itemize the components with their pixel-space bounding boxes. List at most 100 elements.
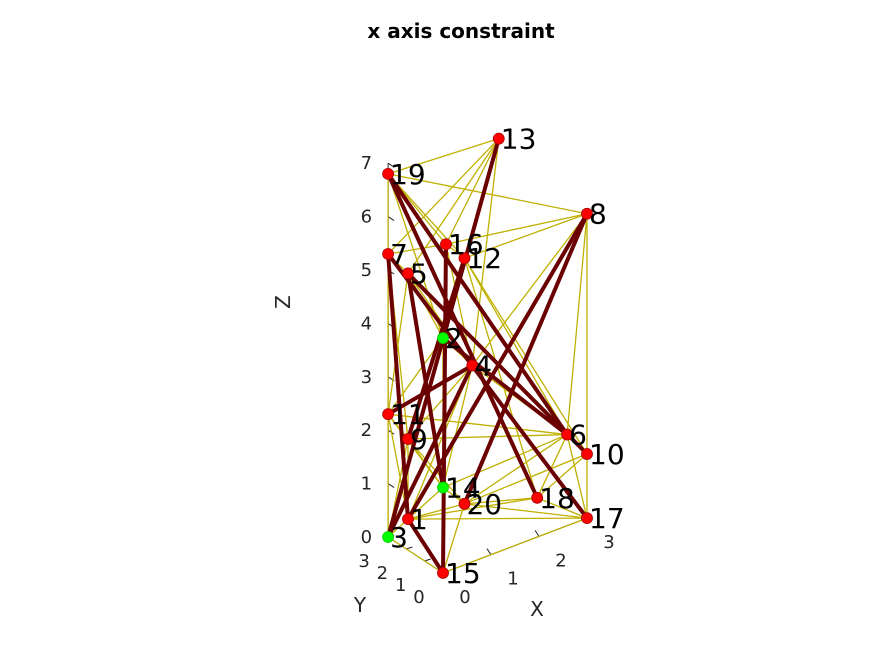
node-label-5: 5 <box>410 257 428 290</box>
node-label-17: 17 <box>589 502 625 535</box>
cable-14-1 <box>407 487 444 520</box>
cable-12-6 <box>463 257 568 435</box>
node-3 <box>382 531 395 543</box>
strut-8-1 <box>405 211 589 522</box>
cable-6-14 <box>442 433 568 489</box>
strut-16-15 <box>441 242 448 575</box>
strut-2-6 <box>441 336 570 437</box>
y-tick-label: 0 <box>413 587 424 608</box>
node-label-8: 8 <box>589 198 607 231</box>
node-7 <box>382 248 395 260</box>
struts-layer <box>386 136 589 575</box>
node-5 <box>402 267 414 280</box>
node-label-15: 15 <box>445 557 481 590</box>
y-tick-mark <box>406 546 413 550</box>
node-1 <box>402 513 414 525</box>
node-label-7: 7 <box>390 238 408 271</box>
y-tick-mark <box>424 558 431 562</box>
z-tick-label: 6 <box>361 207 372 228</box>
node-label-3: 3 <box>390 521 408 554</box>
node-14 <box>437 481 449 494</box>
cable-6-20 <box>464 434 568 505</box>
strut-1-15 <box>405 517 445 575</box>
cable-6-17 <box>566 434 588 519</box>
strut-9-12 <box>405 256 467 441</box>
cable-13-7 <box>387 138 500 255</box>
strut-3-4 <box>386 363 475 539</box>
z-tick-label: 3 <box>361 367 372 388</box>
node-label-16: 16 <box>448 228 484 261</box>
node-20 <box>458 497 471 510</box>
node-6 <box>561 428 574 441</box>
x-tick-label: 1 <box>507 569 518 590</box>
cable-20-18 <box>464 497 538 505</box>
node-10 <box>581 448 593 460</box>
node-label-11: 11 <box>390 398 426 431</box>
node-8 <box>581 207 593 220</box>
strut-19-6 <box>386 171 570 437</box>
cable-8-4 <box>471 213 588 366</box>
node-label-2: 2 <box>445 322 463 355</box>
y-axis-label: Y <box>353 593 367 617</box>
chart-title: x axis constraint <box>367 19 555 43</box>
cable-20-1 <box>407 503 465 520</box>
cable-4-14 <box>442 365 473 488</box>
node-label-13: 13 <box>501 123 537 156</box>
x-tick-label: 3 <box>603 532 614 553</box>
z-tick-mark <box>387 483 395 489</box>
z-tick-label: 7 <box>361 153 372 174</box>
node-13 <box>492 132 505 145</box>
cable-8-6 <box>566 213 588 435</box>
strut-11-4 <box>386 363 475 417</box>
node-label-6: 6 <box>569 419 587 452</box>
z-tick-label: 4 <box>361 313 372 334</box>
cable-10-20 <box>464 453 588 505</box>
node-2 <box>437 332 449 344</box>
cable-19-8 <box>387 173 588 215</box>
cable-18-17 <box>536 497 588 519</box>
node-label-10: 10 <box>589 438 625 471</box>
cable-12-18 <box>463 257 538 499</box>
cable-5-11 <box>387 273 409 415</box>
y-tick-label: 2 <box>377 563 388 584</box>
cable-18-1 <box>407 497 538 520</box>
node-label-1: 1 <box>410 503 428 536</box>
node-label-20: 20 <box>466 488 502 521</box>
strut-19-18 <box>386 171 540 500</box>
node-18 <box>531 491 544 504</box>
node-17 <box>581 512 593 524</box>
cable-9-6 <box>407 433 568 440</box>
node-19 <box>382 167 395 180</box>
x-axis-label: X <box>530 597 544 621</box>
y-tick-label: 1 <box>395 575 406 596</box>
node-label-19: 19 <box>390 158 426 191</box>
cable-11-6 <box>388 413 568 436</box>
node-label-9: 9 <box>410 423 428 456</box>
cable-10-18 <box>536 453 588 499</box>
x-tick-mark <box>534 530 540 537</box>
y-tick-label: 3 <box>358 551 369 572</box>
node-label-12: 12 <box>466 242 502 275</box>
node-15 <box>437 567 449 579</box>
x-tick-label: 2 <box>555 550 566 571</box>
cable-12-8 <box>464 213 588 259</box>
node-label-14: 14 <box>445 472 481 505</box>
node-11 <box>382 408 395 421</box>
node-16 <box>440 238 452 251</box>
z-axis-label: Z <box>271 295 295 309</box>
cable-20-15 <box>442 503 466 574</box>
x-tick-label: 0 <box>459 587 470 608</box>
z-tick-mark <box>387 162 395 168</box>
node-label-18: 18 <box>539 482 575 515</box>
node-4 <box>466 359 479 372</box>
node-9 <box>402 433 414 445</box>
cable-13-16 <box>445 138 500 245</box>
cable-19-13 <box>387 138 499 175</box>
z-tick-label: 1 <box>361 474 372 495</box>
node-12 <box>458 252 471 265</box>
cable-13-4 <box>471 138 500 366</box>
cables-layer <box>387 138 588 574</box>
cable-17-1 <box>407 517 588 520</box>
